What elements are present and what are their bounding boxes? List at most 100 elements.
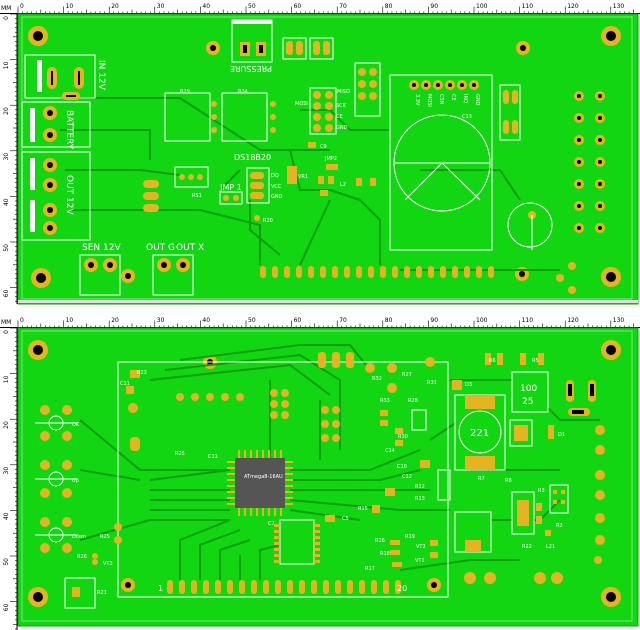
bottom-pin-row[interactable] — [260, 266, 494, 278]
spi-header[interactable]: MISO MOSI SCK CE GND — [295, 87, 350, 135]
pin-pad[interactable] — [263, 580, 269, 594]
label-l2: L2 — [340, 182, 346, 188]
bottom-pin-row-2[interactable] — [167, 580, 401, 594]
pin-pad[interactable] — [296, 266, 302, 278]
ruler-tick-label: 10 — [3, 375, 10, 383]
pin-pad[interactable] — [332, 266, 338, 278]
jumpers-top-bottom-board[interactable]: R32 R27 R31 R33 R28 R30 C14 — [318, 352, 437, 454]
pin-pad[interactable] — [368, 266, 374, 278]
connector-in12v[interactable]: IN 12V — [24, 54, 106, 100]
pin-pad[interactable] — [371, 580, 377, 594]
pin-pad[interactable] — [167, 580, 173, 594]
pin-pad[interactable] — [428, 266, 434, 278]
small-pads-corner[interactable] — [556, 262, 576, 294]
pin-pad[interactable] — [203, 580, 209, 594]
pin-pad[interactable] — [299, 580, 305, 594]
antenna-connector[interactable] — [507, 202, 553, 250]
rf-pin-label: GND — [474, 94, 480, 106]
pin-pad[interactable] — [215, 580, 221, 594]
pin-pad[interactable] — [416, 266, 422, 278]
pin-pad[interactable] — [383, 580, 389, 594]
label-r3: R3 — [538, 488, 545, 494]
button-ok[interactable]: OK — [35, 405, 80, 441]
rf-pin-label: MOSI — [426, 94, 432, 107]
connector-out-g-x[interactable]: OUT G OUT X — [146, 243, 204, 296]
mcu-pin — [227, 467, 235, 469]
pin-pad[interactable] — [323, 580, 329, 594]
caps-left: R23 C11 R25 C11 — [120, 370, 218, 460]
pin-pad[interactable] — [308, 266, 314, 278]
pin-pad[interactable] — [392, 266, 398, 278]
pin-pad[interactable] — [395, 580, 401, 594]
jumper-right[interactable] — [499, 84, 521, 141]
label-down: Down — [72, 534, 86, 540]
button-up[interactable]: Up — [35, 460, 79, 498]
connector-sen12v[interactable]: SEN 12V — [79, 243, 121, 296]
connector-out12v[interactable]: OUT 12V — [21, 151, 91, 241]
jumper-pair-top[interactable] — [282, 37, 334, 60]
pin-pad[interactable] — [284, 266, 290, 278]
pin-pad[interactable] — [275, 580, 281, 594]
jumper-jmp1[interactable]: JMP 1 — [219, 183, 243, 205]
isp-header[interactable] — [354, 62, 381, 117]
pin-pad[interactable] — [440, 266, 446, 278]
pin-pad[interactable] — [311, 580, 317, 594]
pin-pad[interactable] — [260, 266, 266, 278]
label-dq: DQ — [271, 173, 279, 179]
pin-pad[interactable] — [287, 580, 293, 594]
header-row-top[interactable] — [176, 389, 340, 442]
ruler-tick-label: 50 — [3, 558, 10, 566]
resistor-r29: R29 — [164, 89, 211, 142]
mcu-pin — [227, 491, 235, 493]
pin-pad[interactable] — [356, 266, 362, 278]
dip-pin — [274, 548, 280, 551]
pin-pad[interactable] — [191, 580, 197, 594]
pin-pad[interactable] — [344, 266, 350, 278]
mid-parts: C7 C5 C10 C12 R15 R12 R13 R16 R18 R17 R1… — [268, 460, 451, 572]
pin-pad[interactable] — [320, 266, 326, 278]
sensor-ds18b20[interactable]: DS18B20 DQ VCC GND — [234, 153, 283, 204]
label-r2: R2 — [556, 523, 563, 529]
label-vt1: VT1 — [415, 558, 425, 564]
label-r26: R26 — [77, 554, 87, 560]
rf-pin-hole — [460, 83, 464, 87]
pin-pad[interactable] — [404, 266, 410, 278]
pin-pad[interactable] — [179, 580, 185, 594]
header-3pin-left[interactable] — [143, 180, 159, 212]
pin-pad[interactable] — [251, 580, 257, 594]
pin-pad[interactable] — [464, 266, 470, 278]
label-r13: R13 — [415, 496, 425, 502]
label-r20: R20 — [263, 218, 273, 224]
label-vt3: VT3 — [103, 561, 113, 567]
right-header-pads[interactable] — [574, 91, 605, 233]
label-ds18b20: DS18B20 — [234, 153, 271, 162]
label-ce: CE — [336, 114, 343, 120]
pin-pad[interactable] — [239, 580, 245, 594]
pin-pad[interactable] — [272, 266, 278, 278]
pin-pad[interactable] — [335, 580, 341, 594]
pin-pad[interactable] — [476, 266, 482, 278]
ruler-tick-label: 100 — [476, 317, 488, 324]
pin-pad[interactable] — [452, 266, 458, 278]
mcu-pin — [250, 450, 252, 458]
label-pin1: 1 — [158, 584, 163, 593]
pin-pad[interactable] — [347, 580, 353, 594]
ruler-tick-label: 120 — [567, 317, 579, 324]
button-down[interactable]: Down — [35, 517, 86, 553]
pin-pad[interactable] — [488, 266, 494, 278]
label-r16: R16 — [375, 538, 385, 544]
pin-pad[interactable] — [227, 580, 233, 594]
pin-pad[interactable] — [359, 580, 365, 594]
ruler-tick-label: 100 — [476, 3, 488, 10]
pin-pad[interactable] — [380, 266, 386, 278]
connector-pressure[interactable]: PRESSURE — [230, 19, 273, 73]
label-vt2: VT2 — [416, 544, 426, 550]
dip-pin — [314, 524, 320, 527]
mcu-pin — [244, 508, 246, 516]
dip-pin — [274, 536, 280, 539]
header-pad-hole — [577, 116, 581, 120]
label-r17: R17 — [365, 566, 375, 572]
connector-battery[interactable]: BATTERY — [21, 101, 91, 150]
ruler-tick-label: 10 — [3, 61, 10, 69]
connector-r21[interactable]: R21 — [64, 577, 107, 609]
